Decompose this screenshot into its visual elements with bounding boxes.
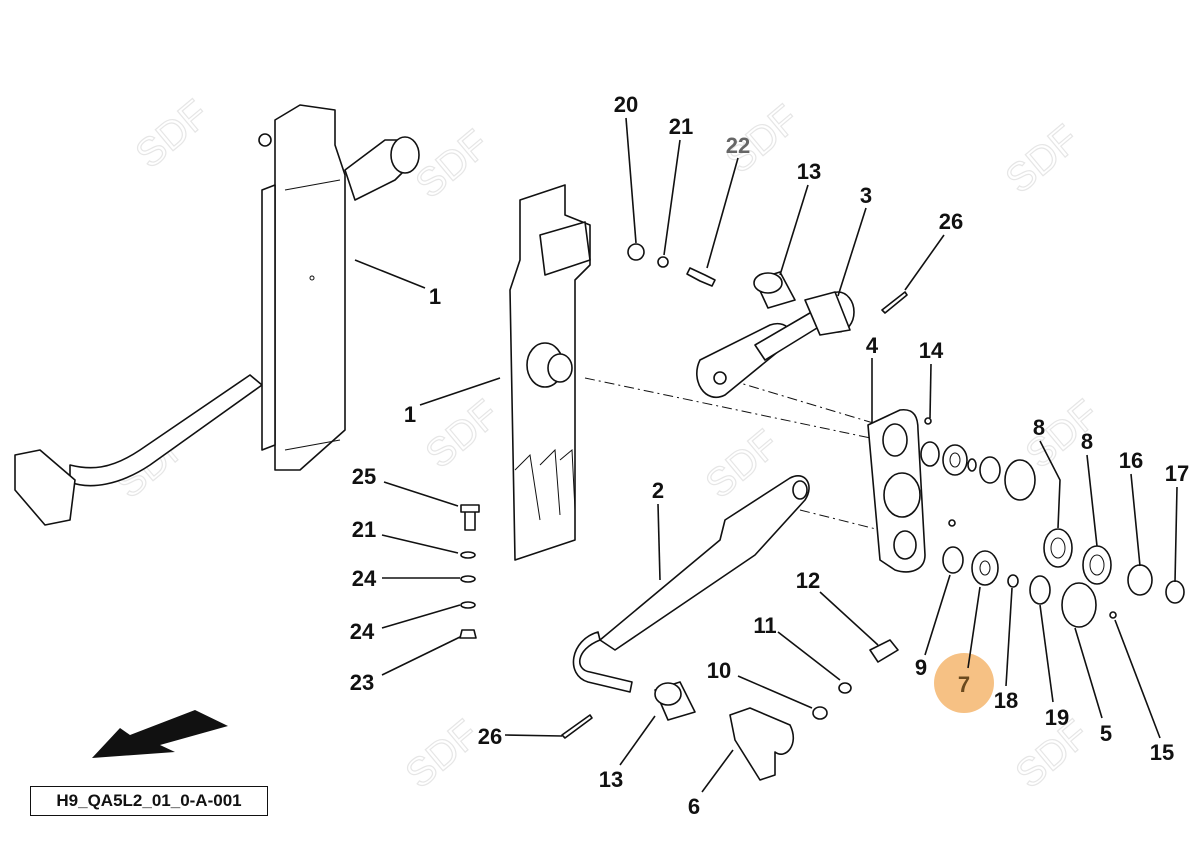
part-9-seal bbox=[942, 546, 964, 574]
callout-3[interactable]: 3 bbox=[860, 183, 872, 208]
callout-highlight bbox=[934, 653, 994, 713]
axis-line bbox=[799, 509, 881, 531]
callout-11[interactable]: 11 bbox=[753, 613, 776, 638]
part-10-washer bbox=[812, 706, 828, 720]
callout-26[interactable]: 26 bbox=[478, 724, 502, 749]
callout-13[interactable]: 13 bbox=[797, 159, 821, 184]
callout-19[interactable]: 19 bbox=[1045, 705, 1069, 730]
svg-text:SDF: SDF bbox=[408, 122, 498, 207]
bearing-stack-upper bbox=[920, 417, 1036, 501]
callout-5[interactable]: 5 bbox=[1100, 721, 1112, 746]
part-13-bushing-top bbox=[753, 271, 796, 309]
callout-25[interactable]: 25 bbox=[352, 464, 376, 489]
callout-labels: 20 21 22 13 3 26 1 1 4 14 8 8 16 17 2 25… bbox=[350, 92, 1189, 819]
callout-21[interactable]: 21 bbox=[669, 114, 693, 139]
part-21-washer bbox=[657, 256, 669, 268]
callout-17[interactable]: 17 bbox=[1165, 461, 1189, 486]
part-16-circlip bbox=[1127, 564, 1153, 596]
drawing-id-label: H9_QA5L2_01_0-A-001 bbox=[30, 786, 268, 816]
part-22-bolt bbox=[686, 267, 716, 287]
part-5-cover bbox=[1061, 582, 1097, 628]
callout-1[interactable]: 1 bbox=[429, 284, 441, 309]
callout-24[interactable]: 24 bbox=[352, 566, 377, 591]
part-19-circlip bbox=[1029, 575, 1051, 605]
part-1-middle-bracket bbox=[509, 184, 591, 561]
axis-line bbox=[729, 379, 881, 426]
part-26-pin-top bbox=[881, 291, 908, 314]
part-15-screw bbox=[1109, 611, 1117, 619]
direction-arrow-icon bbox=[92, 710, 228, 758]
leader-lines bbox=[354, 117, 1178, 793]
callout-2[interactable]: 2 bbox=[652, 478, 664, 503]
svg-text:SDF: SDF bbox=[398, 712, 488, 797]
callout-16[interactable]: 16 bbox=[1119, 448, 1143, 473]
callout-20[interactable]: 20 bbox=[614, 92, 638, 117]
callout-1[interactable]: 1 bbox=[404, 402, 416, 427]
callout-8[interactable]: 8 bbox=[1033, 415, 1045, 440]
callout-15[interactable]: 15 bbox=[1150, 740, 1174, 765]
callout-9[interactable]: 9 bbox=[915, 655, 927, 680]
callout-13[interactable]: 13 bbox=[599, 767, 623, 792]
callout-10[interactable]: 10 bbox=[707, 658, 731, 683]
part-17-ring bbox=[1165, 580, 1185, 604]
part-11-washer bbox=[838, 682, 852, 694]
callout-18[interactable]: 18 bbox=[994, 688, 1018, 713]
part-3-lever bbox=[696, 291, 855, 398]
callout-14[interactable]: 14 bbox=[919, 338, 944, 363]
callout-4[interactable]: 4 bbox=[866, 333, 879, 358]
callout-24[interactable]: 24 bbox=[350, 619, 375, 644]
part-1-left-bracket bbox=[14, 104, 420, 526]
part-8-seal-a bbox=[1043, 528, 1073, 568]
part-26-pin-bottom bbox=[561, 714, 593, 739]
svg-text:SDF: SDF bbox=[128, 92, 218, 177]
callout-7-highlighted[interactable]: 7 bbox=[958, 672, 970, 697]
callout-12[interactable]: 12 bbox=[796, 568, 820, 593]
svg-text:SDF: SDF bbox=[418, 392, 508, 477]
callout-23[interactable]: 23 bbox=[350, 670, 374, 695]
part-4-bearing-plate bbox=[867, 408, 926, 573]
svg-text:SDF: SDF bbox=[998, 117, 1088, 202]
part-13-bushing-bottom bbox=[654, 681, 696, 721]
callout-8[interactable]: 8 bbox=[1081, 429, 1093, 454]
part-20-washer bbox=[627, 243, 645, 261]
callout-21[interactable]: 21 bbox=[352, 517, 376, 542]
part-6-bracket bbox=[729, 707, 795, 781]
callout-22[interactable]: 22 bbox=[726, 133, 750, 158]
svg-text:SDF: SDF bbox=[1018, 392, 1108, 477]
callout-6[interactable]: 6 bbox=[688, 794, 700, 819]
part-2-pedal-arm bbox=[572, 475, 810, 693]
part-8-seal-b bbox=[1082, 545, 1112, 585]
bearing-stack-lower bbox=[942, 519, 1185, 628]
part-7-bearing bbox=[971, 550, 999, 586]
callout-26[interactable]: 26 bbox=[939, 209, 963, 234]
part-18-ring bbox=[1007, 574, 1019, 588]
fastener-stack-left bbox=[459, 504, 480, 639]
part-12-bolt bbox=[869, 639, 899, 663]
